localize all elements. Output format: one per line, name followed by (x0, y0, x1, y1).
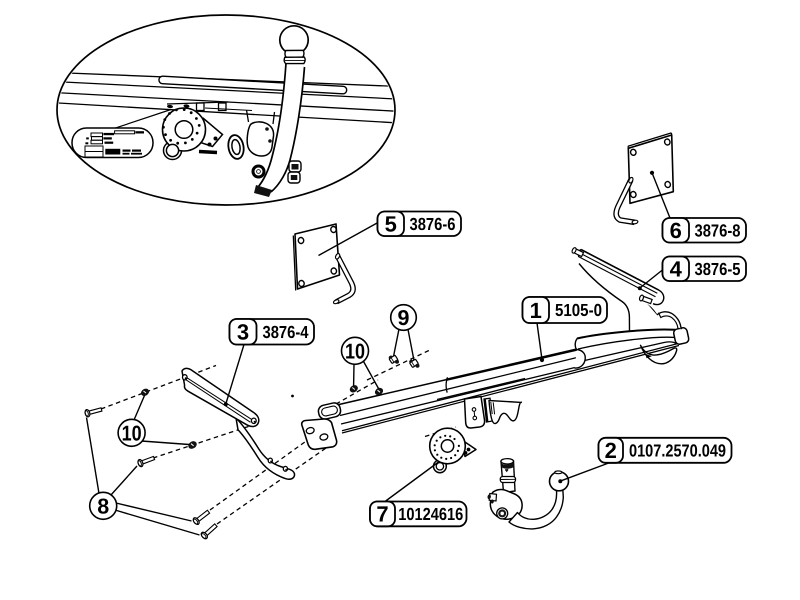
svg-text:8: 8 (97, 495, 109, 519)
svg-text:5105-0: 5105-0 (555, 300, 602, 320)
svg-text:10: 10 (122, 422, 142, 446)
svg-text:7: 7 (376, 502, 388, 527)
svg-text:1: 1 (530, 298, 542, 323)
svg-text:0107.2570.049: 0107.2570.049 (629, 441, 726, 461)
svg-text:2: 2 (605, 438, 617, 463)
svg-text:10: 10 (345, 340, 365, 364)
svg-text:10124616: 10124616 (398, 504, 463, 524)
svg-text:9: 9 (398, 306, 410, 330)
svg-text:3876-6: 3876-6 (410, 214, 456, 234)
svg-text:6: 6 (670, 218, 682, 243)
svg-text:4: 4 (670, 257, 683, 282)
svg-text:3876-8: 3876-8 (695, 221, 741, 241)
svg-text:3: 3 (237, 320, 249, 345)
svg-text:5: 5 (385, 212, 397, 237)
svg-text:3876-5: 3876-5 (695, 259, 741, 279)
svg-text:3876-4: 3876-4 (263, 322, 309, 342)
